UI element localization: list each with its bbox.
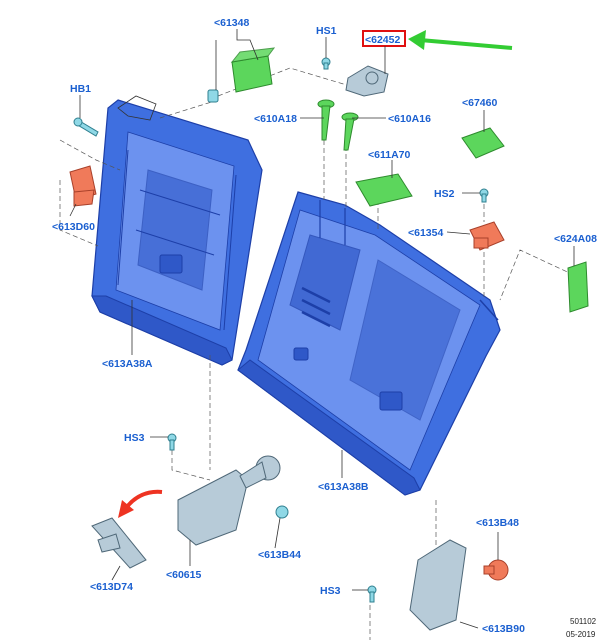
left-seat-back-frame [91, 95, 263, 366]
label-613D74: <613D74 [90, 581, 133, 593]
part-624A08-trim [567, 261, 589, 313]
label-67460: <67460 [462, 97, 497, 109]
label-61348: <61348 [214, 17, 249, 29]
part-hs2-screw [479, 188, 489, 203]
label-hs2: HS2 [434, 188, 455, 200]
part-610A18-headrest-guide [317, 99, 335, 141]
label-hb1: HB1 [70, 83, 91, 95]
label-610A18: <610A18 [254, 113, 297, 125]
highlight-box-62452 [362, 30, 406, 47]
red-rotation-arrow [118, 489, 163, 518]
label-hs1: HS1 [316, 25, 337, 37]
right-seat-back-frame [237, 191, 501, 496]
part-613D74-hinge [91, 517, 147, 569]
label-61354: <61354 [408, 227, 443, 239]
label-611A70: <611A70 [368, 149, 410, 161]
reference-date: 05-2019 [566, 630, 596, 639]
label-613B90: <613B90 [482, 623, 525, 635]
leader-lines [69, 29, 575, 629]
label-610A16: <610A16 [388, 113, 431, 125]
part-611A70-bezel [355, 173, 413, 207]
part-labels: <61348 HS1 <62452 HB1 <610A18 <610A16 <6… [52, 17, 597, 635]
label-613B44: <613B44 [258, 549, 301, 561]
label-613D60: <613D60 [52, 221, 95, 233]
label-613A38A: <613A38A [102, 358, 153, 370]
label-613B48: <613B48 [476, 517, 519, 529]
part-610A16-headrest-guide [341, 112, 359, 151]
label-62452: <62452 [365, 34, 400, 46]
part-613B48-knob [483, 559, 509, 581]
part-hb1-bolt [73, 117, 99, 137]
part-613D60-hinge [69, 165, 97, 207]
part-61354-latch [469, 221, 505, 251]
part-hs3-top-screw [167, 433, 177, 451]
green-callout-arrow [408, 30, 513, 50]
part-613B90-bracket [409, 539, 467, 631]
part-613B44-bushing [275, 505, 289, 519]
label-624A08: <624A08 [554, 233, 597, 245]
part-67460-cover [461, 127, 505, 159]
reference-code: 501102 [570, 617, 597, 626]
label-613A38B: <613A38B [318, 481, 369, 493]
label-hs3-top: HS3 [124, 432, 145, 444]
label-hs3-bottom: HS3 [320, 585, 341, 597]
part-60615-pivot-bracket [177, 455, 281, 546]
part-hs3-bottom-screw [367, 585, 377, 603]
part-hs1-screw [321, 57, 331, 70]
part-62452-latch [345, 65, 389, 97]
label-60615: <60615 [166, 569, 201, 581]
part-61348-bracket [207, 47, 276, 103]
